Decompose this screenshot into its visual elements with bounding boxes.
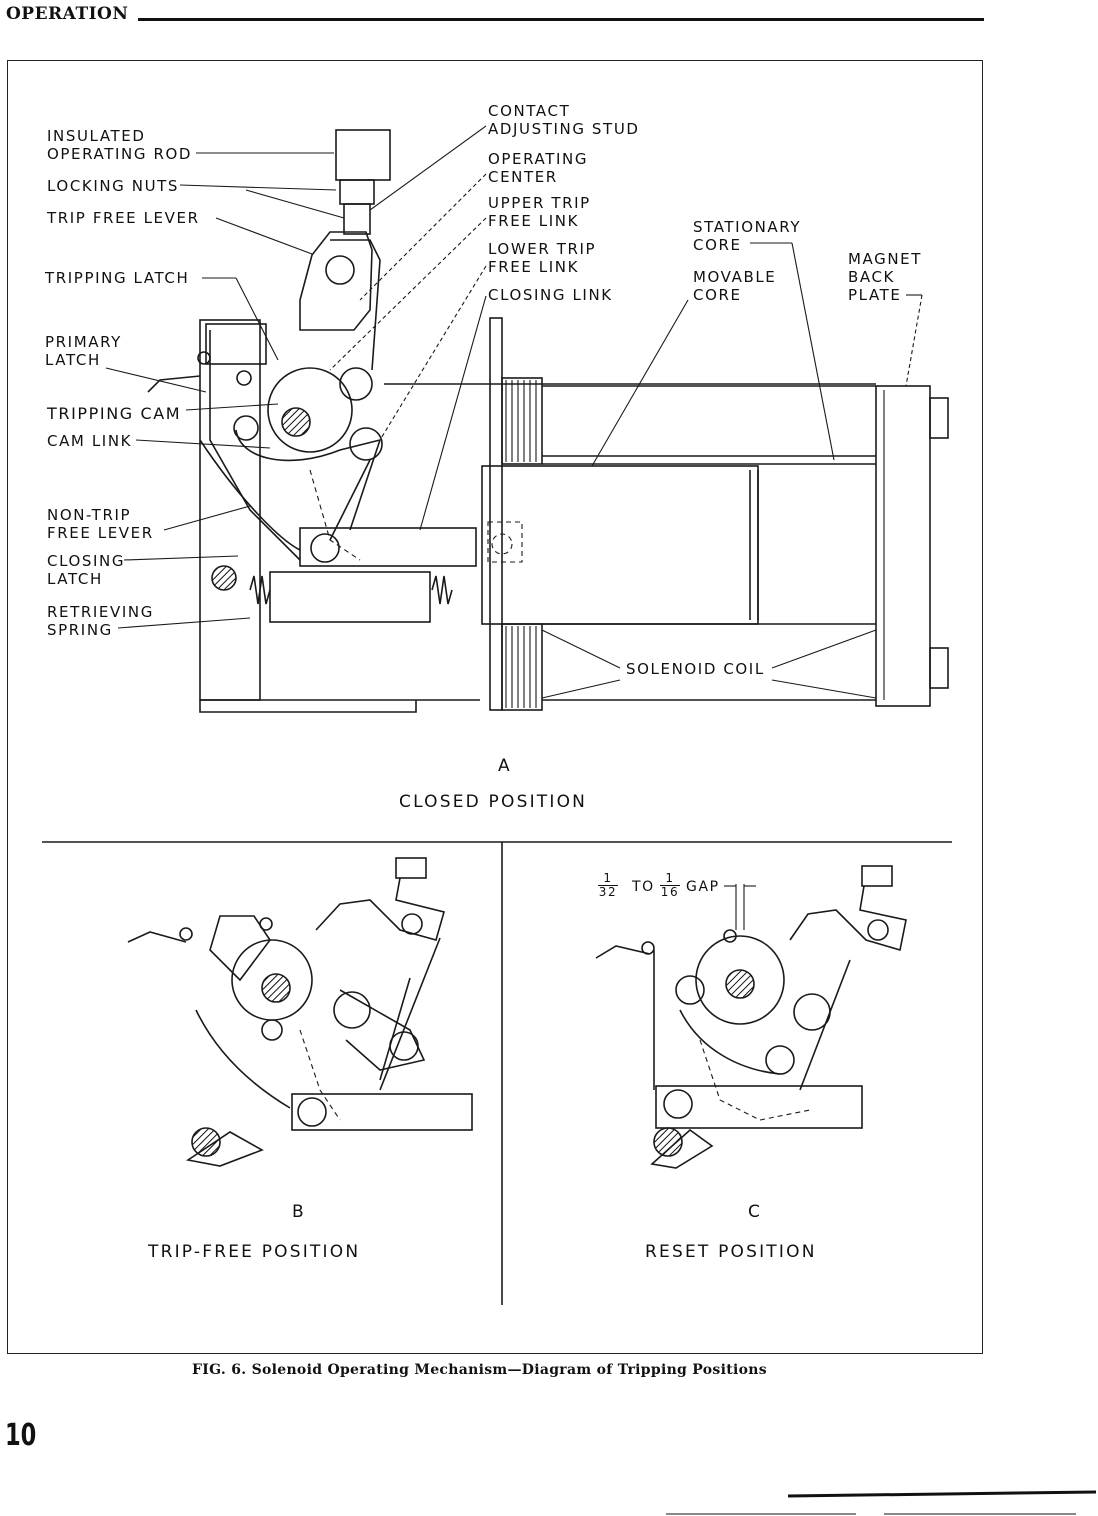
label-magnet-back-plate: MAGNET BACK PLATE [848,250,923,304]
label-tripping-latch: TRIPPING LATCH [45,269,190,287]
label-solenoid-coil: SOLENOID COIL [626,660,765,678]
figure-b-letter: B [292,1202,306,1222]
label-closing-latch: CLOSING LATCH [47,552,126,588]
label-movable-core: MOVABLE CORE [693,268,777,304]
label-contact-adjusting-stud: CONTACT ADJUSTING STUD [488,102,640,138]
label-insulated-operating-rod: INSULATED OPERATING ROD [47,127,193,163]
label-closing-link: CLOSING LINK [488,286,613,304]
label-upper-trip-free-link: UPPER TRIP FREE LINK [488,194,591,230]
figure-a-title: CLOSED POSITION [399,792,588,812]
label-operating-center: OPERATING CENTER [488,150,589,186]
figure-a-drawing [105,125,949,713]
gap-fraction-2: 1 16 [660,871,680,899]
label-locking-nuts: LOCKING NUTS [47,177,180,195]
figure-a-letter: A [498,756,512,776]
label-cam-link: CAM LINK [47,432,133,450]
label-tripping-cam: TRIPPING CAM [47,404,182,423]
figure-c-drawing [595,865,907,1169]
figure-frame [7,60,983,1354]
label-stationary-core: STATIONARY CORE [693,218,802,254]
label-retrieving-spring: RETRIEVING SPRING [47,603,154,639]
gap-label: GAP [686,879,720,895]
gap-fraction-1: 1 32 [598,871,618,899]
figure-b-title: TRIP-FREE POSITION [148,1242,361,1262]
label-lower-trip-free-link: LOWER TRIP FREE LINK [488,240,597,276]
figure-b-drawing [127,857,473,1167]
figure-c-letter: C [748,1202,762,1222]
figure-c-title: RESET POSITION [645,1242,817,1262]
page-number: 10 [5,1418,37,1453]
figure-caption: FIG. 6. Solenoid Operating Mechanism—Dia… [192,1362,767,1378]
gap-to: TO [632,879,655,895]
header-rule [138,18,984,21]
section-header: OPERATION [6,4,129,24]
label-trip-free-lever: TRIP FREE LEVER [47,209,200,227]
label-non-trip-free-lever: NON-TRIP FREE LEVER [47,506,154,542]
label-primary-latch: PRIMARY LATCH [45,333,122,369]
